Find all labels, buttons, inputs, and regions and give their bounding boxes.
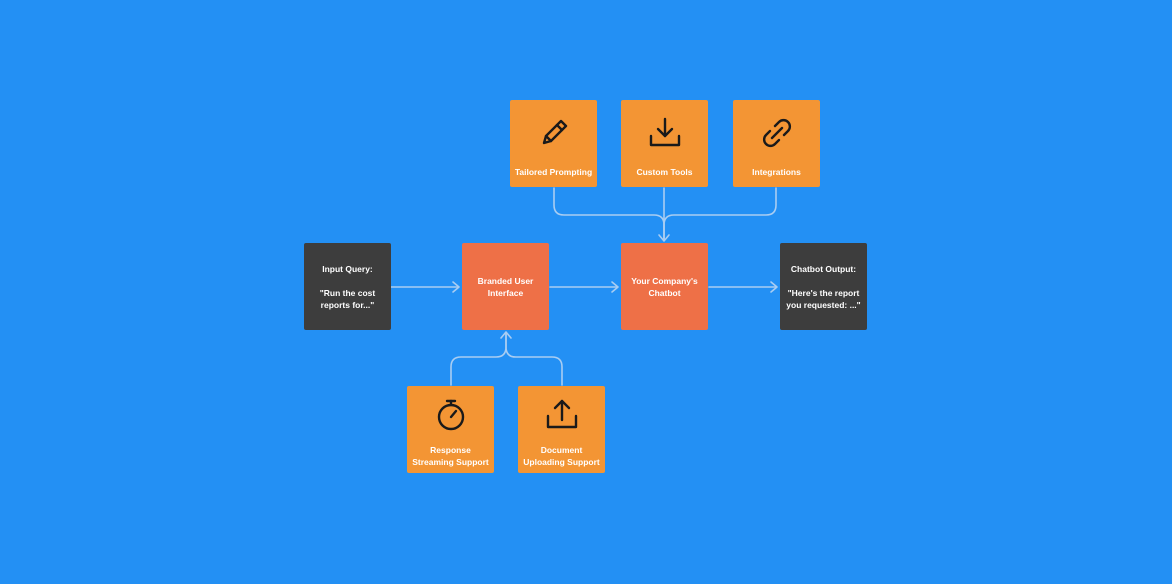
branded-interface-label: Branded User Interface xyxy=(477,275,534,298)
feature-label: Response Streaming Support xyxy=(412,444,489,467)
feature-integrations: Integrations xyxy=(733,100,820,187)
chatbot-output-title: Chatbot Output: xyxy=(790,263,857,274)
input-query-box: Input Query: "Run the cost reports for..… xyxy=(304,243,391,330)
branded-interface-box: Branded User Interface xyxy=(462,243,549,330)
connector-response-streaming xyxy=(450,332,507,386)
connector-tailored-prompting xyxy=(553,187,665,241)
arrowhead-chatbot-left xyxy=(611,281,619,293)
pencil-icon xyxy=(535,114,573,152)
feature-response-streaming: Response Streaming Support xyxy=(407,386,494,473)
arrowhead-interface-bottom xyxy=(500,331,512,339)
chatbot-box: Your Company's Chatbot xyxy=(621,243,708,330)
feature-custom-tools: Custom Tools xyxy=(621,100,708,187)
arrowhead-chatbot-top xyxy=(658,234,670,242)
feature-document-uploading: Document Uploading Support xyxy=(518,386,605,473)
input-query-text: "Run the cost reports for..." xyxy=(319,287,376,310)
link-icon xyxy=(758,114,796,152)
stopwatch-icon xyxy=(432,396,470,434)
chatbot-output-text: "Here's the report you requested: ..." xyxy=(786,287,861,310)
feature-tailored-prompting: Tailored Prompting xyxy=(510,100,597,187)
connector-document-uploading xyxy=(505,332,563,386)
arrowhead-output-left xyxy=(770,281,778,293)
upload-icon xyxy=(543,396,581,434)
chatbot-output-box: Chatbot Output: "Here's the report you r… xyxy=(780,243,867,330)
chatbot-label: Your Company's Chatbot xyxy=(631,275,698,298)
feature-label: Integrations xyxy=(752,166,801,177)
arrowhead-interface-left xyxy=(452,281,460,293)
connector-integrations xyxy=(663,187,777,241)
download-icon xyxy=(646,114,684,152)
feature-label: Document Uploading Support xyxy=(523,444,600,467)
input-query-title: Input Query: xyxy=(322,263,373,274)
feature-label: Tailored Prompting xyxy=(514,166,593,177)
feature-label: Custom Tools xyxy=(636,166,693,177)
